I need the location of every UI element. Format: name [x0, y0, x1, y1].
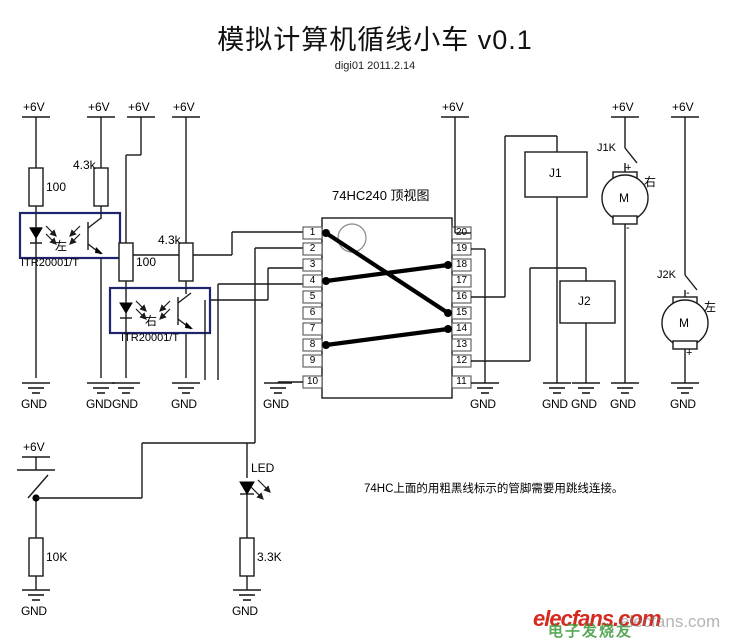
- gnd-label-9: GND: [610, 397, 636, 411]
- motor-left-symbol: [661, 117, 709, 383]
- power-label-7: +6V: [672, 100, 694, 114]
- motor-left-minus: -: [686, 287, 690, 299]
- ic-pin-1: 1: [309, 227, 316, 238]
- sensor-left-part-label: ITR20001/T: [21, 257, 80, 269]
- jumper-note: 74HC上面的用粗黑线标示的管脚需要用跳线连接。: [364, 483, 624, 495]
- ic-pin-12: 12: [455, 355, 468, 366]
- contact-j1k-label: J1K: [597, 142, 616, 154]
- ic-pin-8: 8: [309, 339, 316, 350]
- resistor-label-100-right: 100: [136, 255, 157, 269]
- resistor-label-43k-left: 4.3k: [73, 158, 96, 172]
- resistor-label-10k: 10K: [46, 550, 68, 564]
- relay-j1-label: J1: [549, 166, 562, 180]
- ic-pin-7: 7: [309, 323, 316, 334]
- ground-symbols: [22, 382, 699, 601]
- motor-left-plus: +: [686, 347, 693, 359]
- sensor-right-part-label: ITR20001/T: [121, 332, 180, 344]
- ic-pin-13: 13: [455, 339, 468, 350]
- power-label-2: +6V: [88, 100, 110, 114]
- gnd-label-5: GND: [263, 397, 289, 411]
- ic-pin-20: 20: [455, 227, 468, 238]
- page-subtitle: digi01 2011.2.14: [334, 60, 416, 72]
- ic-pin-15: 15: [455, 307, 468, 318]
- sensor-right-symbol: [108, 286, 212, 335]
- ic-pin-2: 2: [309, 243, 316, 254]
- power-label-4: +6V: [173, 100, 195, 114]
- ic-pin-17: 17: [455, 275, 468, 286]
- resistor-label-100-left: 100: [46, 180, 67, 194]
- motor-right-symbol: [601, 117, 649, 383]
- jumper-wires: [322, 229, 452, 349]
- ic-pin-3: 3: [309, 259, 316, 270]
- motor-right-side-label: 右: [644, 175, 657, 189]
- ic-pin-19: 19: [455, 243, 468, 254]
- ic-pin-9: 9: [309, 355, 316, 366]
- gnd-label-11: GND: [21, 604, 47, 618]
- power-label-5: +6V: [442, 100, 464, 114]
- sensor-right-side-label: 右: [145, 314, 158, 328]
- motor-left-side-label: 左: [704, 300, 717, 314]
- motor-right-symbol-label: M: [619, 191, 629, 205]
- led-label: LED: [251, 461, 275, 475]
- motor-right-minus: -: [626, 222, 630, 234]
- ic-74hc240: [302, 217, 472, 399]
- sensor-left-symbol: [18, 211, 122, 260]
- ic-pin19-ground: [471, 248, 486, 383]
- gnd-label-10: GND: [670, 397, 696, 411]
- relay-j1-symbol: [524, 151, 588, 383]
- ic-pin-10: 10: [306, 376, 319, 387]
- ic-vcc-line: [454, 117, 471, 234]
- gnd-label-8: GND: [571, 397, 597, 411]
- ic-pin16-to-j1: [471, 135, 558, 298]
- ic-title-label: 74HC240 顶视图: [332, 188, 430, 203]
- power-label-8: +6V: [23, 440, 45, 454]
- gnd-label-6: GND: [470, 397, 496, 411]
- gnd-label-1: GND: [21, 397, 47, 411]
- switch-branch: [17, 247, 310, 590]
- ic-pin-6: 6: [309, 307, 316, 318]
- gnd-label-4: GND: [171, 397, 197, 411]
- ic-pin12-to-j2: [471, 267, 587, 362]
- ic-pin-4: 4: [309, 275, 316, 286]
- resistor-label-33k: 3.3K: [257, 550, 282, 564]
- contact-j2k-label: J2K: [657, 269, 676, 281]
- relay-j2-symbol: [559, 280, 616, 383]
- ic-pin-18: 18: [455, 259, 468, 270]
- relay-j2-label: J2: [578, 294, 591, 308]
- gnd-label-12: GND: [232, 604, 258, 618]
- power-label-3: +6V: [128, 100, 150, 114]
- gnd-label-2: GND: [86, 397, 112, 411]
- ic-pin-11: 11: [456, 376, 467, 387]
- motor-left-symbol-label: M: [679, 316, 689, 330]
- power-label-1: +6V: [23, 100, 45, 114]
- gnd-label-3: GND: [112, 397, 138, 411]
- gnd-label-7: GND: [542, 397, 568, 411]
- sensor-left-side-label: 左: [55, 239, 68, 253]
- led-branch: [239, 443, 271, 590]
- resistor-label-43k-right: 4.3k: [158, 233, 181, 247]
- ic-input-lines: [204, 283, 310, 380]
- right-led-branch: [118, 117, 142, 378]
- ic-pin-14: 14: [455, 323, 468, 334]
- watermark-site: elecfans.com: [533, 606, 661, 631]
- ic-pin-5: 5: [309, 291, 316, 302]
- ic-pin-16: 16: [455, 291, 468, 302]
- watermark-cn: 电子发烧友: [548, 623, 634, 640]
- page-title: 模拟计算机循线小车 v0.1: [217, 25, 533, 55]
- motor-right-plus: +: [625, 162, 632, 174]
- watermark-ghost: elecfans.com: [620, 612, 721, 631]
- power-label-6: +6V: [612, 100, 634, 114]
